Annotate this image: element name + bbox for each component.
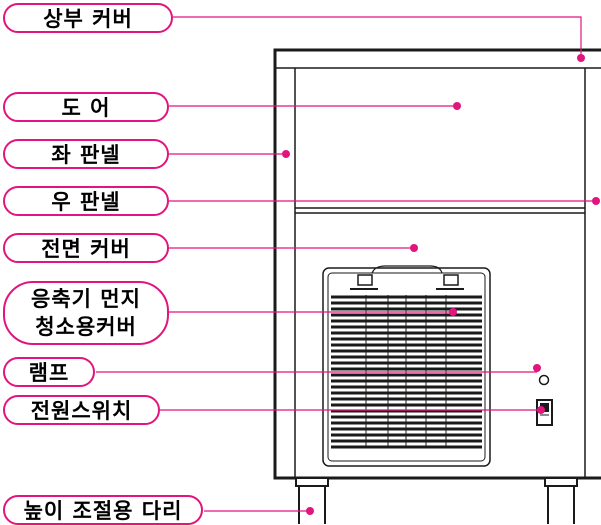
dot-right-panel bbox=[592, 197, 600, 205]
dot-door bbox=[453, 102, 461, 110]
condenser-grill bbox=[322, 265, 491, 467]
label-top-cover: 상부 커버 bbox=[3, 3, 173, 33]
lamp-indicator bbox=[538, 374, 550, 386]
label-condenser-line1: 응축기 먼지 bbox=[31, 287, 141, 311]
label-left-panel: 좌 판넬 bbox=[3, 139, 169, 169]
dot-lamp bbox=[533, 364, 541, 372]
label-leveling-leg: 높이 조절용 다리 bbox=[3, 495, 203, 525]
leader-top-cover bbox=[173, 16, 582, 58]
leader-lines bbox=[96, 16, 596, 512]
label-right-panel: 우 판넬 bbox=[3, 186, 169, 216]
dot-front-cover bbox=[410, 244, 418, 252]
leveling-leg-left bbox=[295, 477, 329, 524]
dot-condenser bbox=[449, 308, 457, 316]
label-power-switch: 전원스위치 bbox=[3, 395, 160, 425]
leader-dots bbox=[282, 54, 600, 515]
dot-left-panel bbox=[282, 150, 290, 158]
label-door: 도 어 bbox=[3, 92, 169, 122]
label-condenser-line2: 청소용커버 bbox=[35, 315, 137, 339]
dot-leg bbox=[306, 507, 314, 515]
dot-switch bbox=[537, 406, 545, 414]
dot-top-cover bbox=[577, 54, 585, 62]
label-front-cover: 전면 커버 bbox=[3, 233, 169, 263]
leveling-leg-right bbox=[544, 477, 578, 524]
label-condenser-cover: 응축기 먼지 청소용커버 bbox=[3, 281, 169, 345]
top-cover-outline bbox=[273, 48, 601, 480]
label-lamp: 램프 bbox=[3, 357, 95, 387]
